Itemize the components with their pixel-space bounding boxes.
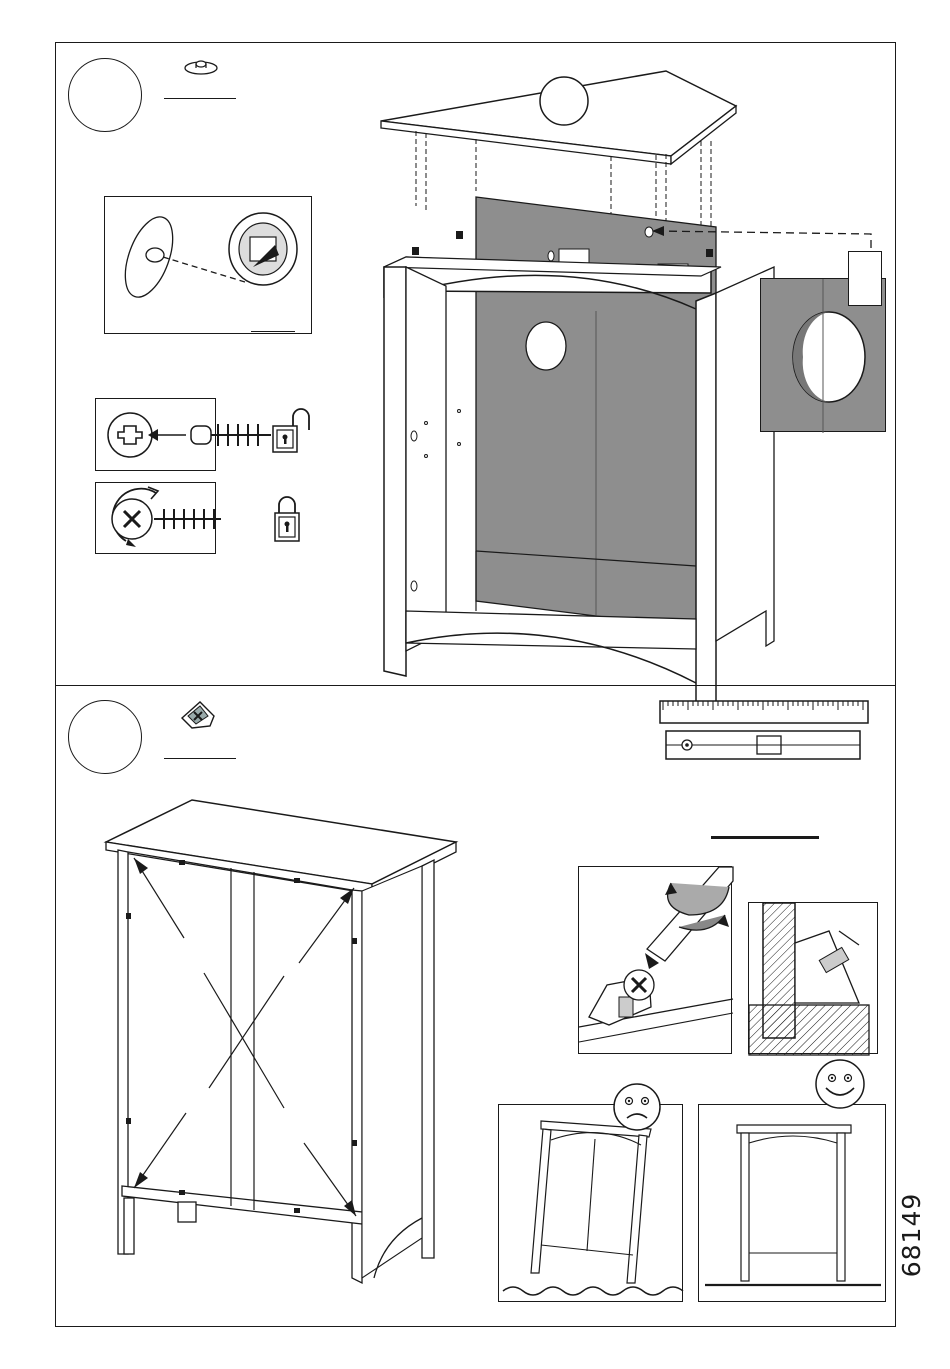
ruler-icon — [659, 700, 871, 726]
level-cabinet-drawing — [699, 1105, 887, 1303]
screw-detail-drawing — [579, 867, 733, 1055]
cam-lock-diagram — [96, 481, 276, 556]
detail-heading-underline — [711, 836, 819, 839]
cam-detail-drawing — [105, 197, 313, 335]
parts-underline — [164, 98, 236, 99]
step-number-circle — [68, 58, 142, 132]
document-number: 68149 — [881, 1205, 941, 1265]
padlock-closed-icon — [273, 493, 301, 543]
sad-face-icon — [612, 1082, 662, 1132]
padlock-open-icon — [271, 408, 327, 454]
tilted-cabinet-drawing — [499, 1105, 684, 1303]
cam-fitting-icon — [181, 55, 221, 77]
bracket-section-box — [748, 902, 878, 1054]
detail-underline — [251, 331, 295, 332]
hole-detail-tab — [848, 251, 882, 306]
step-number-circle — [68, 700, 142, 774]
cam-detail-box — [104, 196, 312, 334]
level-floor-box — [698, 1104, 886, 1302]
bracket-section-drawing — [749, 903, 879, 1055]
corner-bracket-icon — [178, 698, 218, 732]
step-marker-circle — [540, 77, 588, 125]
spirit-level-icon — [665, 730, 863, 764]
screw-detail-box — [578, 866, 732, 1054]
check-diagonals-icon — [104, 798, 514, 1278]
parts-underline — [164, 758, 236, 759]
uneven-floor-box — [498, 1104, 683, 1302]
happy-face-icon — [814, 1058, 866, 1110]
step-a-panel — [55, 42, 896, 686]
step-b-panel — [55, 685, 896, 1327]
